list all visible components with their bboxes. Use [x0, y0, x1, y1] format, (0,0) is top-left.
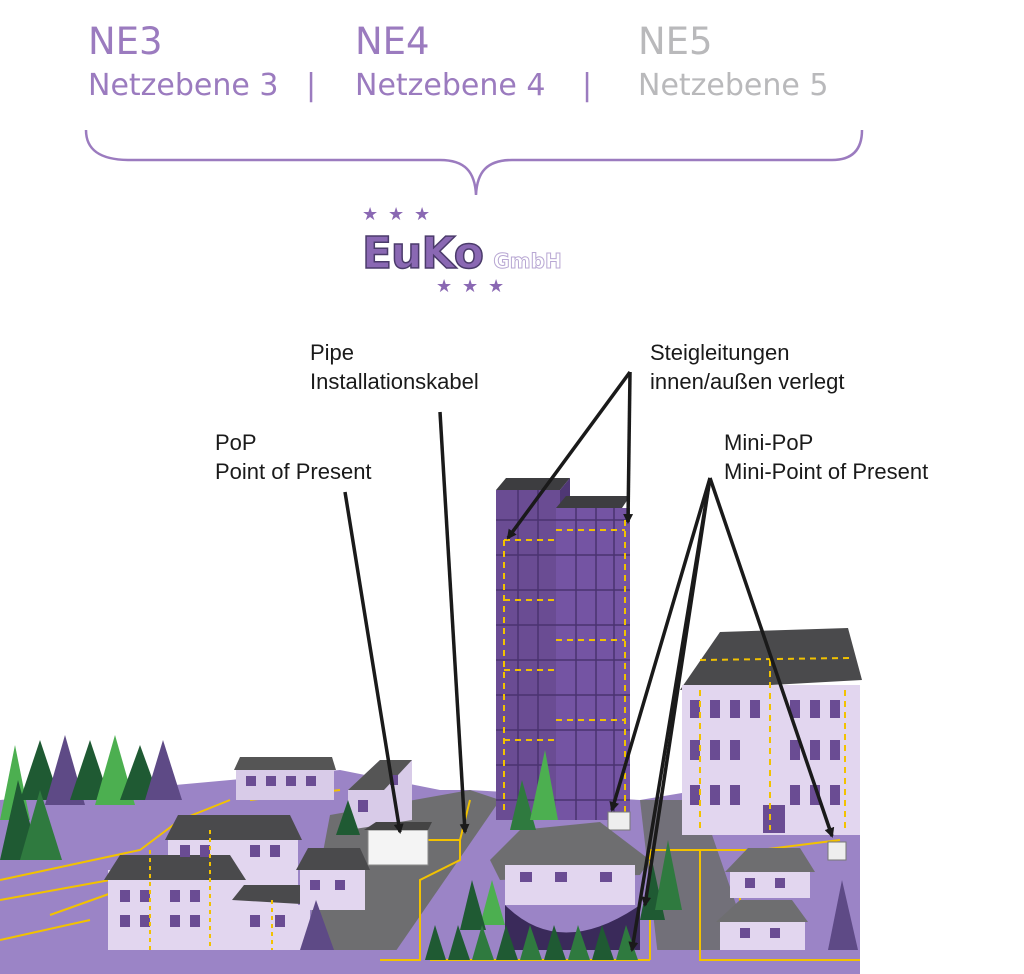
- label-pipe-line1: Pipe: [310, 340, 355, 365]
- house-cluster-left: [104, 815, 370, 950]
- logo-stars-bottom: ★ ★ ★: [436, 276, 504, 297]
- label-minipop: Mini-PoP Mini-Point of Present: [724, 428, 928, 486]
- label-steigleitungen: Steigleitungen innen/außen verlegt: [650, 338, 844, 396]
- svg-text:★: ★: [414, 204, 430, 225]
- tree: [300, 900, 334, 950]
- forest-center: [425, 750, 682, 960]
- houses-right: [716, 848, 858, 950]
- label-steig-line2: innen/außen verlegt: [650, 369, 845, 394]
- mini-pop-box: [607, 811, 631, 831]
- arrow-pop: [343, 491, 404, 834]
- annotation-arrows: [343, 370, 835, 952]
- label-steig-line1: Steigleitungen: [650, 340, 790, 365]
- label-pipe: Pipe Installationskabel: [310, 338, 479, 396]
- svg-text:★: ★: [462, 276, 478, 297]
- arrow-pipe: [438, 411, 470, 834]
- ne4-name: Netzebene 4: [355, 68, 546, 103]
- logo-suffix: GmbH: [493, 249, 562, 274]
- brace-bracket: [84, 129, 864, 196]
- ne5-name: Netzebene 5: [638, 68, 829, 103]
- arrow-steig-inner: [506, 370, 632, 540]
- svg-text:★: ★: [388, 204, 404, 225]
- label-minipop-line2: Mini-Point of Present: [724, 459, 929, 484]
- house-back-left: [234, 757, 336, 800]
- label-pop-line2: Point of Present: [215, 459, 372, 484]
- logo-stars-top: ★ ★ ★: [362, 204, 430, 225]
- arrow-steig-outer: [623, 371, 634, 524]
- label-pop: PoP Point of Present: [215, 428, 372, 486]
- center-house: [490, 822, 650, 950]
- svg-text:★: ★: [436, 276, 452, 297]
- ne5-code: NE5: [638, 20, 713, 63]
- ne3-code: NE3: [88, 20, 163, 63]
- logo-brand: EuKo: [361, 227, 484, 280]
- mini-pop-box: [827, 841, 847, 861]
- tower-building: [496, 478, 630, 820]
- arrow-minipop-right: [708, 477, 835, 838]
- euko-logo: EuKo GmbH: [361, 227, 562, 280]
- ne3-name: Netzebene 3: [88, 68, 279, 103]
- ne4-code: NE4: [355, 20, 430, 63]
- tree: [336, 800, 360, 835]
- ne5-level: NE5 Netzebene 5: [638, 22, 828, 103]
- level-separator: |: [306, 68, 317, 103]
- svg-text:★: ★: [488, 276, 504, 297]
- ne3-level: NE3 Netzebene 3: [88, 22, 278, 103]
- arrow-minipop-tower: [609, 477, 712, 812]
- ne4-level: NE4 Netzebene 4: [355, 22, 545, 103]
- arrow-minipop-forest: [628, 477, 712, 952]
- level-separator: |: [582, 68, 593, 103]
- label-minipop-line1: Mini-PoP: [724, 430, 814, 455]
- forest-left: [0, 735, 182, 860]
- label-pipe-line2: Installationskabel: [310, 369, 479, 394]
- svg-text:★: ★: [362, 204, 378, 225]
- label-pop-line1: PoP: [215, 430, 257, 455]
